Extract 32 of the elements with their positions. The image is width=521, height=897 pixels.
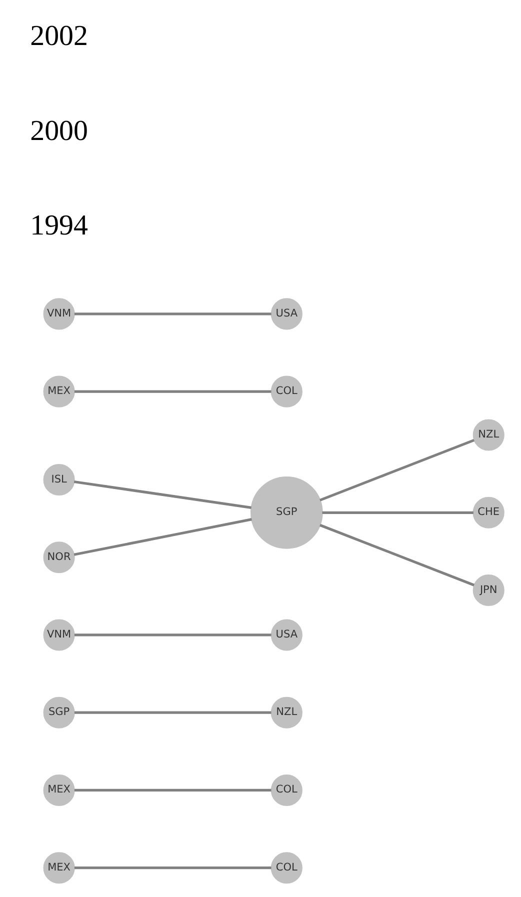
connector — [74, 788, 271, 792]
node-circle: ISL — [42, 464, 74, 496]
connector — [74, 634, 271, 636]
node-circle: MEX — [42, 774, 74, 806]
node-circle: VNM — [42, 298, 74, 330]
node-circle: MEX — [42, 852, 74, 884]
node-circle: SGP — [250, 476, 322, 549]
connector — [74, 312, 271, 316]
label: 2002 — [30, 20, 88, 52]
node-circle: NZL — [472, 419, 504, 451]
node-circle: COL — [270, 774, 302, 806]
node-circle: USA — [270, 619, 302, 651]
connector — [74, 711, 271, 714]
node-circle: USA — [270, 298, 302, 330]
connector — [73, 518, 252, 556]
node-circle: VNM — [42, 619, 74, 651]
node-circle: NOR — [42, 542, 74, 574]
connector — [319, 438, 474, 502]
connector — [74, 866, 271, 870]
node-circle: CHE — [472, 496, 504, 528]
connector — [319, 524, 474, 586]
connector — [74, 390, 271, 393]
connector — [73, 480, 251, 509]
connector — [322, 511, 473, 514]
node-circle: JPN — [472, 574, 504, 606]
label: 1994 — [30, 210, 88, 242]
node-circle: COL — [270, 852, 302, 884]
node-circle: MEX — [42, 376, 74, 408]
node-circle: SGP — [42, 696, 74, 728]
node-circle: NZL — [270, 696, 302, 728]
node-circle: COL — [270, 376, 302, 408]
label: 2000 — [30, 114, 88, 147]
